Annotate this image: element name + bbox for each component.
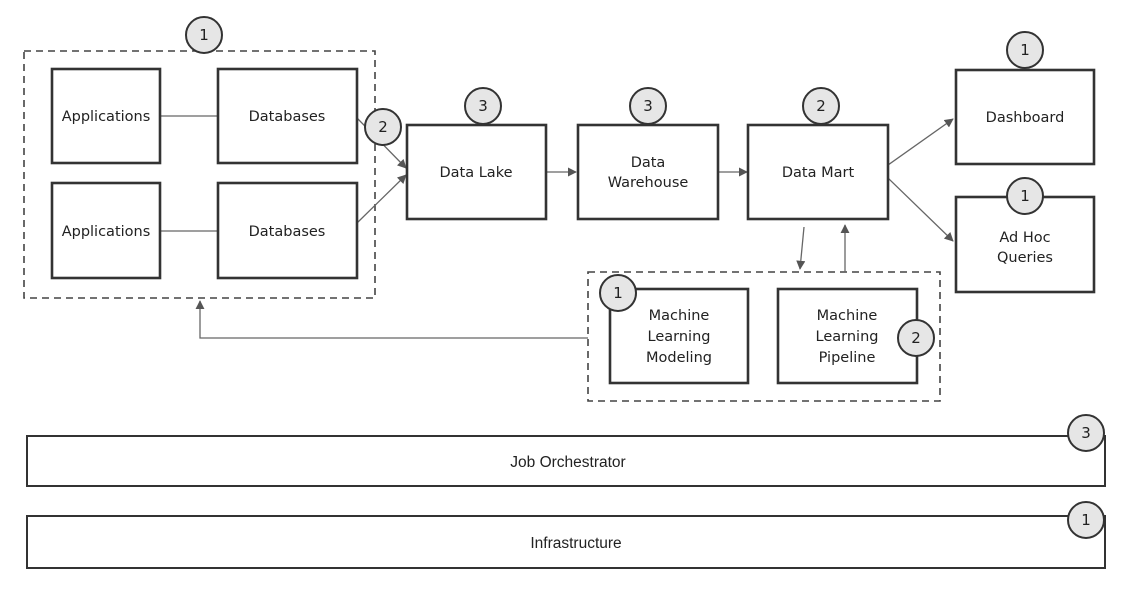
applications-label-1: Applications <box>62 109 151 125</box>
badge-infrastructure: 1 <box>1067 501 1105 539</box>
infrastructure-bar <box>26 515 1106 569</box>
sources-group <box>23 50 376 299</box>
job-orchestrator-label: Job Orchestrator <box>510 454 625 471</box>
job-orchestrator-bar <box>26 435 1106 487</box>
ml-pipeline-box <box>776 287 919 385</box>
svg-text:1: 1 <box>199 26 209 44</box>
applications-box-2 <box>50 181 162 280</box>
data-mart-box <box>746 123 890 221</box>
edge-datamart-ml <box>796 226 806 270</box>
badge-orchestrator: 3 <box>1067 414 1105 452</box>
svg-text:3: 3 <box>1081 424 1091 442</box>
svg-text:3: 3 <box>643 97 653 115</box>
badge-dashboard: 1 <box>1006 31 1044 69</box>
svg-text:1: 1 <box>613 284 623 302</box>
badge-ml-modeling: 1 <box>599 274 637 312</box>
svg-text:2: 2 <box>911 329 921 347</box>
infrastructure-label: Infrastructure <box>530 535 621 552</box>
data-lake-box <box>405 123 548 221</box>
ml-modeling-box <box>608 287 750 385</box>
svg-text:1: 1 <box>1020 187 1030 205</box>
ml-modeling-label-line1: Machine <box>649 308 710 324</box>
badges: 1 2 3 3 2 1 1 1 <box>185 16 1105 539</box>
databases-label-1: Databases <box>249 109 326 125</box>
badge-datamart: 2 <box>802 87 840 125</box>
data-warehouse-label-line1: Data <box>631 155 666 171</box>
dashboard-box <box>954 68 1096 166</box>
svg-text:2: 2 <box>816 97 826 115</box>
ml-pipeline-label-line1: Machine <box>817 308 878 324</box>
data-mart-label: Data Mart <box>782 165 855 181</box>
databases-box-2 <box>216 181 359 280</box>
applications-box-1 <box>50 67 162 165</box>
ad-hoc-label-line2: Queries <box>997 250 1053 266</box>
data-lake-label: Data Lake <box>440 165 513 181</box>
connectors <box>160 115 954 339</box>
databases-label-2: Databases <box>249 224 326 240</box>
edge-ml-to-sources <box>195 300 588 339</box>
svg-text:1: 1 <box>1081 511 1091 529</box>
badge-adhoc: 1 <box>1006 177 1044 215</box>
svg-text:1: 1 <box>1020 41 1030 59</box>
badge-warehouse: 3 <box>629 87 667 125</box>
ml-pipeline-label-line2: Learning <box>816 329 879 345</box>
data-warehouse-box <box>576 123 720 221</box>
edge-datamart-adhoc <box>887 177 954 242</box>
dashboard-label: Dashboard <box>986 110 1065 126</box>
edge-datamart-dashboard <box>887 118 954 166</box>
badge-ml-pipeline: 2 <box>897 319 935 357</box>
badge-sources-group: 1 <box>185 16 223 54</box>
badge-datalake: 3 <box>464 87 502 125</box>
ml-pipeline-label-line3: Pipeline <box>819 350 876 366</box>
data-warehouse-label-line2: Warehouse <box>608 175 689 191</box>
edge-db2-datalake <box>356 174 407 224</box>
svg-text:3: 3 <box>478 97 488 115</box>
boxes <box>26 67 1106 569</box>
ml-modeling-label-line3: Modeling <box>646 350 712 366</box>
applications-label-2: Applications <box>62 224 151 240</box>
ml-modeling-label-line2: Learning <box>648 329 711 345</box>
badge-databases-out: 2 <box>364 108 402 146</box>
svg-text:2: 2 <box>378 118 388 136</box>
databases-box-1 <box>216 67 359 165</box>
box-labels: Applications Databases Applications Data… <box>62 109 1065 552</box>
ad-hoc-label-line1: Ad Hoc <box>999 230 1050 246</box>
